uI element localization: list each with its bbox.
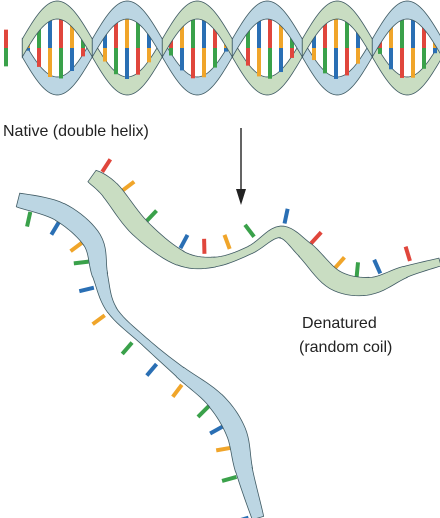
strand-1-bases (100, 158, 412, 278)
strand-2-base (25, 211, 33, 228)
strand-1-base (282, 208, 290, 224)
strand-2-base (91, 313, 106, 326)
strand-1-base (121, 180, 136, 193)
strand-1-base (100, 158, 113, 173)
helix-front-strand (21, 0, 440, 59)
strand-2-ribbon-body (15, 192, 265, 518)
denaturation-arrow (236, 128, 246, 205)
denatured-label: Denatured (302, 315, 377, 332)
strand-1-ribbon (87, 169, 440, 297)
strand-2-base (215, 445, 232, 453)
strand-1-base (372, 258, 383, 275)
denatured-strand-1 (87, 158, 440, 297)
strand-2-ribbon (15, 192, 265, 518)
strand-2-base (78, 285, 95, 294)
strand-2-bases (25, 211, 249, 518)
strand-2-base (221, 475, 238, 483)
strand-2-base (49, 220, 61, 236)
strand-1-ribbon-body (87, 169, 440, 297)
random-coil-label: (random coil) (299, 339, 392, 356)
strand-2-base (120, 341, 134, 356)
strand-2-base (73, 259, 89, 266)
strand-1-base (222, 234, 232, 250)
denatured-strand-2 (15, 192, 265, 518)
strand-2-base (145, 362, 159, 377)
strand-1-base (403, 246, 412, 262)
strand-2-base (69, 240, 84, 253)
helix-strand-a-segment (371, 0, 440, 59)
helix-back-strand (21, 37, 440, 96)
strand-1-base (309, 230, 323, 245)
strand-1-base (333, 255, 346, 270)
strand-2-base (171, 383, 184, 399)
strand-2-base (196, 404, 211, 419)
strand-1-base (243, 223, 256, 238)
strand-2-base (209, 424, 225, 436)
strand-1-base (354, 262, 361, 278)
strand-1-base (144, 209, 158, 223)
helix-strand-b-segment (371, 37, 440, 96)
strand-1-base (178, 233, 190, 250)
native-double-helix (4, 0, 440, 96)
native-label: Native (double helix) (3, 123, 149, 140)
